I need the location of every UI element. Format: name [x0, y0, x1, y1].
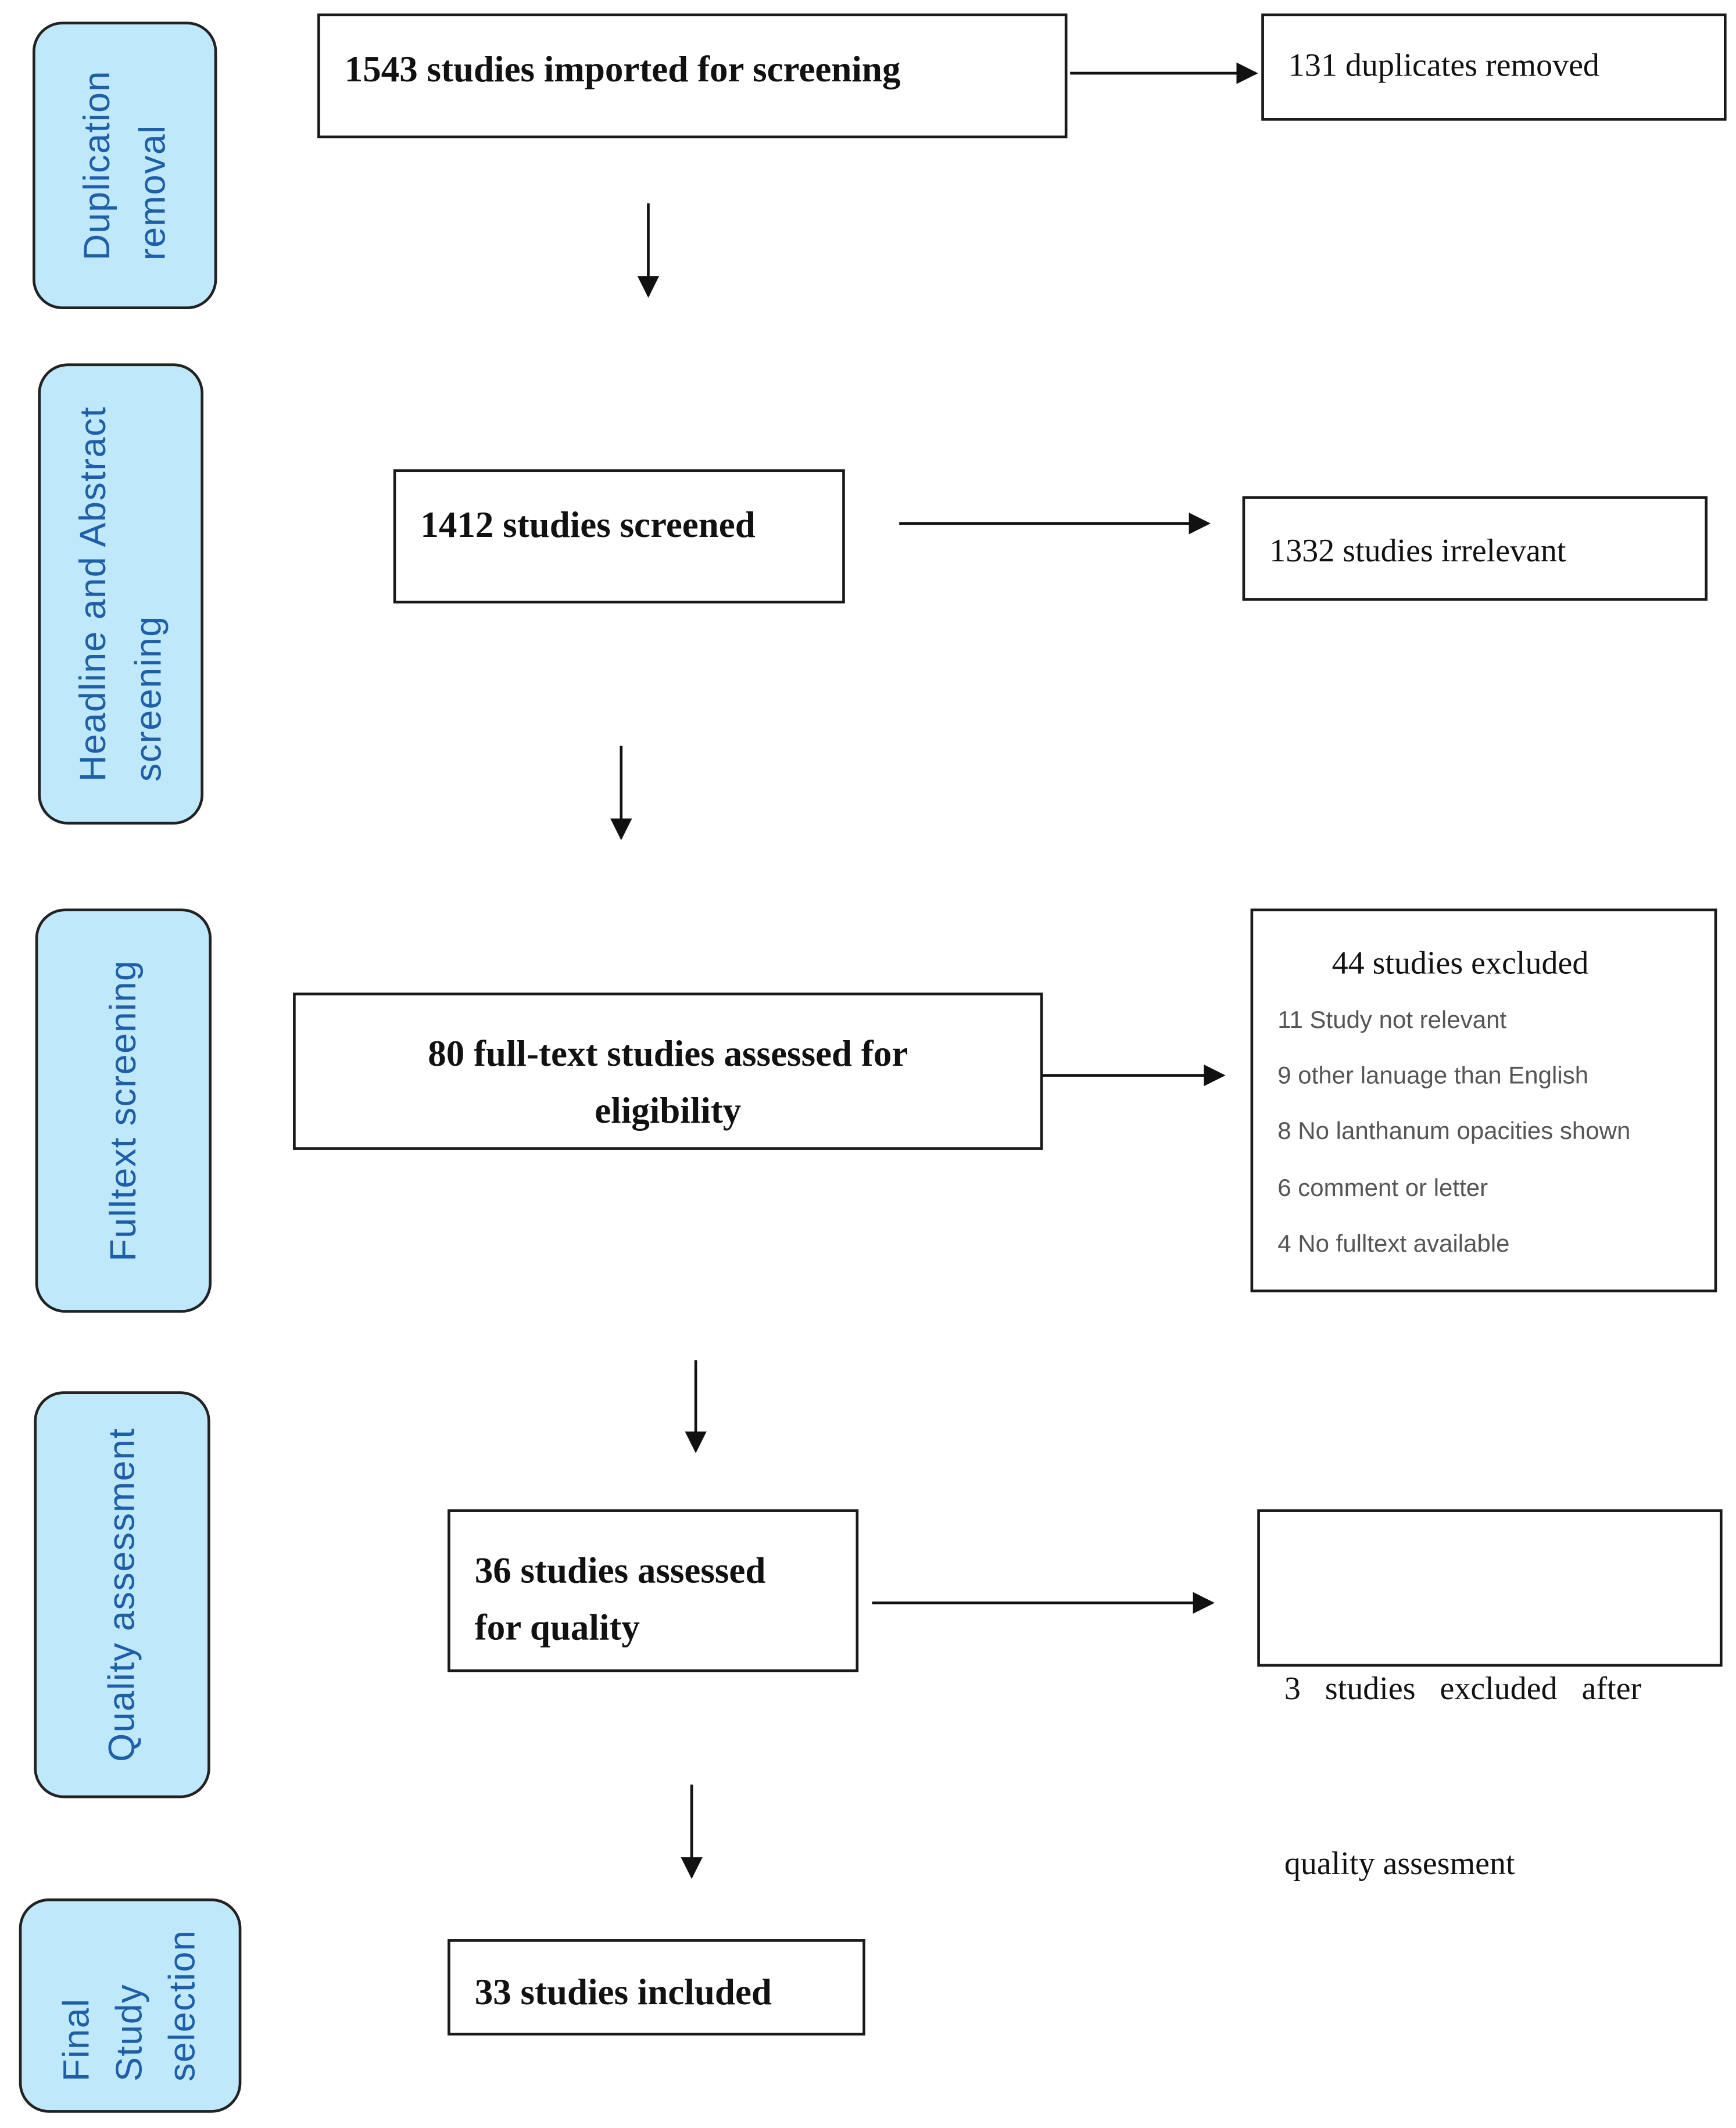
box-duplicates-removed: 131 duplicates removed: [1261, 13, 1727, 121]
phase-fulltext-screening: Fulltext screening: [35, 908, 212, 1313]
box-text: quality assesment: [1284, 1847, 1515, 1883]
phase-final-study-selection: Final Study selection: [19, 1898, 242, 2113]
excluded-reason: 8 No lanthanum opacities shown: [1277, 1117, 1631, 1145]
box-text: 131 duplicates removed: [1288, 49, 1599, 84]
box-text: 1543 studies imported for screening: [344, 49, 901, 90]
box-text: 80 full-text studies assessed for: [428, 1033, 908, 1074]
box-studies-irrelevant: 1332 studies irrelevant: [1242, 496, 1708, 601]
phase-headline-abstract-screening: Headline and Abstract screening: [38, 363, 204, 825]
phase-quality-assessment: Quality assessment: [34, 1391, 210, 1799]
box-text: for quality: [474, 1607, 640, 1648]
excluded-title: 44 studies excluded: [1331, 946, 1589, 982]
box-text: 3 studies excluded after: [1284, 1672, 1642, 1708]
box-text: 33 studies included: [474, 1972, 772, 2013]
excluded-reason: 4 No fulltext available: [1277, 1230, 1510, 1258]
box-studies-excluded: 44 studies excluded 11 Study not relevan…: [1250, 908, 1717, 1292]
phase-duplication-removal: Duplication removal: [33, 22, 217, 310]
excluded-reason: 9 other lanuage than English: [1277, 1062, 1589, 1089]
box-studies-screened: 1412 studies screened: [393, 469, 845, 604]
excluded-reason: 6 comment or letter: [1277, 1174, 1488, 1202]
box-text: 1332 studies irrelevant: [1269, 534, 1566, 570]
box-quality-assessed: 36 studies assessed for quality: [448, 1509, 859, 1672]
box-text: 1412 studies screened: [420, 504, 756, 546]
excluded-reason: 11 Study not relevant: [1277, 1006, 1507, 1034]
box-text: 36 studies assessed: [474, 1550, 766, 1591]
box-studies-imported: 1543 studies imported for screening: [317, 13, 1068, 139]
box-text: eligibility: [595, 1090, 742, 1131]
box-quality-excluded: 3 studies excluded after quality assesme…: [1257, 1509, 1723, 1882]
box-studies-included: 33 studies included: [448, 1939, 865, 2036]
box-fulltext-assessed: 80 full-text studies assessed for eligib…: [293, 993, 1043, 1150]
